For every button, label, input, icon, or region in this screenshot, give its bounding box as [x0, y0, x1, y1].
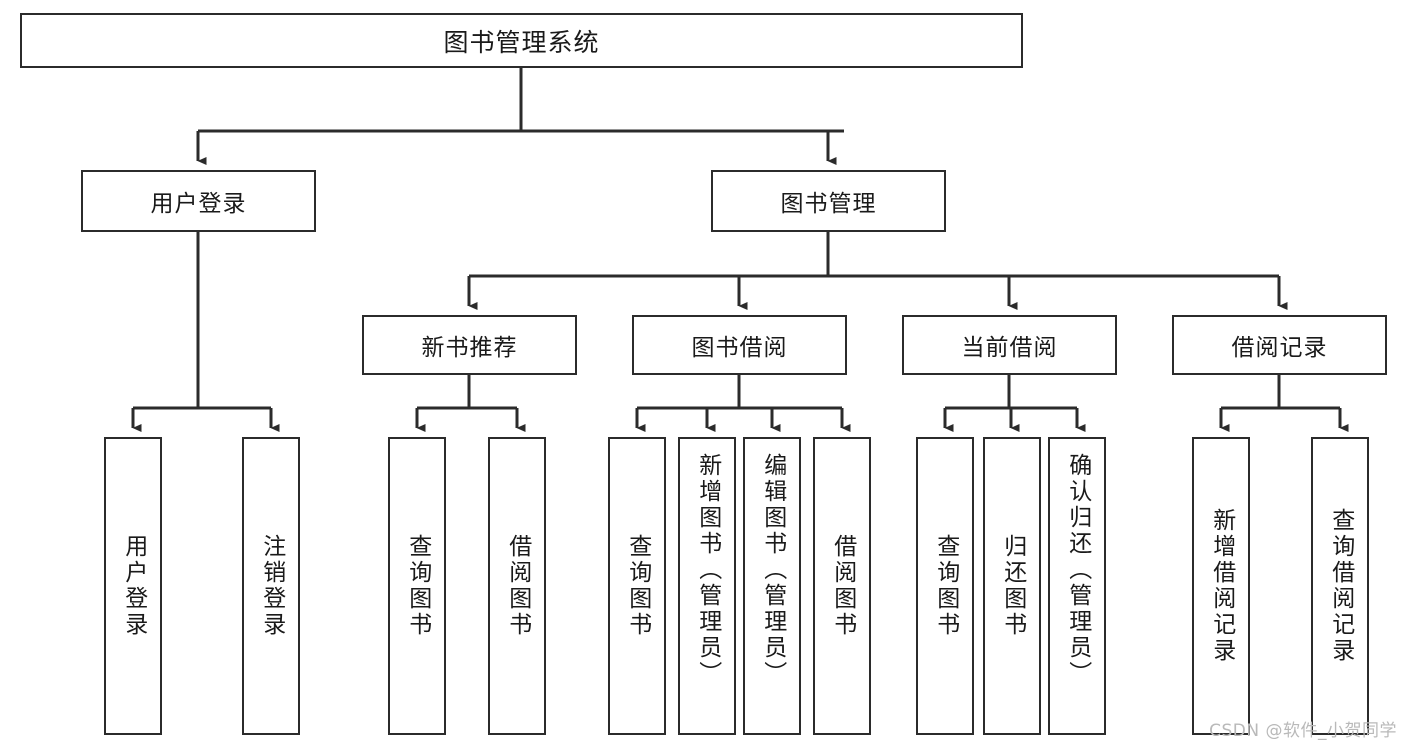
node-new-book-recommend[interactable]: 新书推荐	[362, 315, 577, 375]
node-label: 注销登录	[258, 534, 285, 638]
node-borrow-record[interactable]: 借阅记录	[1172, 315, 1387, 375]
leaf-new-book-query[interactable]: 查询图书	[388, 437, 446, 735]
node-label: 借阅图书	[829, 534, 856, 638]
node-root-book-management-system[interactable]: 图书管理系统	[20, 13, 1023, 68]
node-label: 借阅图书	[504, 534, 531, 638]
node-label: 新书推荐	[421, 335, 518, 361]
node-label: 当前借阅	[961, 335, 1058, 361]
node-label: 查询借阅记录	[1327, 508, 1354, 664]
leaf-current-confirm-return-admin[interactable]: 确认归还（管理员）	[1048, 437, 1106, 735]
node-label: 新增借阅记录	[1208, 508, 1235, 664]
node-label: 图书借阅	[691, 335, 788, 361]
leaf-user-login-signin[interactable]: 用户登录	[104, 437, 162, 735]
leaf-user-login-signout[interactable]: 注销登录	[242, 437, 300, 735]
node-label: 编辑图书（管理员）	[759, 453, 786, 687]
node-label: 借阅记录	[1231, 335, 1328, 361]
watermark-text: CSDN @软件_小贺同学	[1209, 721, 1397, 741]
leaf-record-query-borrow-record[interactable]: 查询借阅记录	[1311, 437, 1369, 735]
leaf-current-query-book[interactable]: 查询图书	[916, 437, 974, 735]
leaf-new-book-borrow[interactable]: 借阅图书	[488, 437, 546, 735]
leaf-borrow-query-book[interactable]: 查询图书	[608, 437, 666, 735]
leaf-borrow-edit-book-admin[interactable]: 编辑图书（管理员）	[743, 437, 801, 735]
leaf-borrow-borrow-book[interactable]: 借阅图书	[813, 437, 871, 735]
node-label: 查询图书	[404, 534, 431, 638]
node-book-management[interactable]: 图书管理	[711, 170, 946, 232]
node-label: 用户登录	[120, 534, 147, 638]
node-label: 查询图书	[932, 534, 959, 638]
node-label: 确认归还（管理员）	[1064, 453, 1091, 687]
node-label: 查询图书	[624, 534, 651, 638]
leaf-borrow-add-book-admin[interactable]: 新增图书（管理员）	[678, 437, 736, 735]
node-book-borrow[interactable]: 图书借阅	[632, 315, 847, 375]
node-user-login[interactable]: 用户登录	[81, 170, 316, 232]
node-label: 新增图书（管理员）	[694, 453, 721, 687]
leaf-current-return-book[interactable]: 归还图书	[983, 437, 1041, 735]
node-label: 归还图书	[999, 534, 1026, 638]
node-label: 用户登录	[150, 191, 247, 217]
node-label: 图书管理系统	[443, 27, 600, 57]
leaf-record-add-borrow-record[interactable]: 新增借阅记录	[1192, 437, 1250, 735]
node-label: 图书管理	[780, 191, 877, 217]
node-current-borrow[interactable]: 当前借阅	[902, 315, 1117, 375]
